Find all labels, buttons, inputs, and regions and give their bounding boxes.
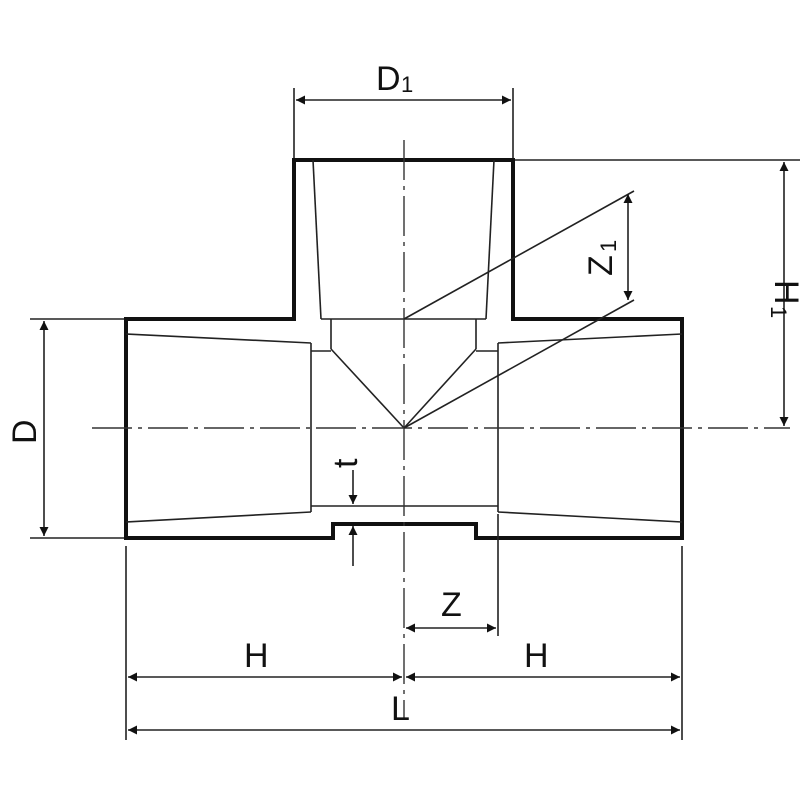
h1-label: H <box>767 280 800 305</box>
d-label: D <box>6 419 44 444</box>
z-label: Z <box>441 586 462 624</box>
l-dimension: L <box>128 690 680 735</box>
d1-dimension: D 1 <box>293 60 514 158</box>
t-dimension: t <box>327 458 365 566</box>
z1-label: Z <box>582 255 620 276</box>
d-dimension: D <box>6 318 124 539</box>
branch-socket <box>312 159 495 429</box>
d1-label-subscript: 1 <box>401 72 413 97</box>
z1-leader-bottom <box>403 299 635 429</box>
h-right-label: H <box>524 637 549 675</box>
d1-label: D <box>376 60 401 98</box>
tee-outline <box>124 158 684 540</box>
l-label: L <box>391 690 410 728</box>
z1-leader-top <box>403 190 635 320</box>
t-label: t <box>327 458 365 468</box>
h-left-label: H <box>244 637 269 675</box>
h1-dimension: H 1 <box>515 159 800 426</box>
z-dimension: Z <box>406 514 499 636</box>
h1-label-subscript: 1 <box>766 306 791 318</box>
z1-dimension: Z 1 <box>582 194 633 300</box>
z1-label-subscript: 1 <box>596 240 621 252</box>
h-dimensions: H H <box>125 546 683 740</box>
